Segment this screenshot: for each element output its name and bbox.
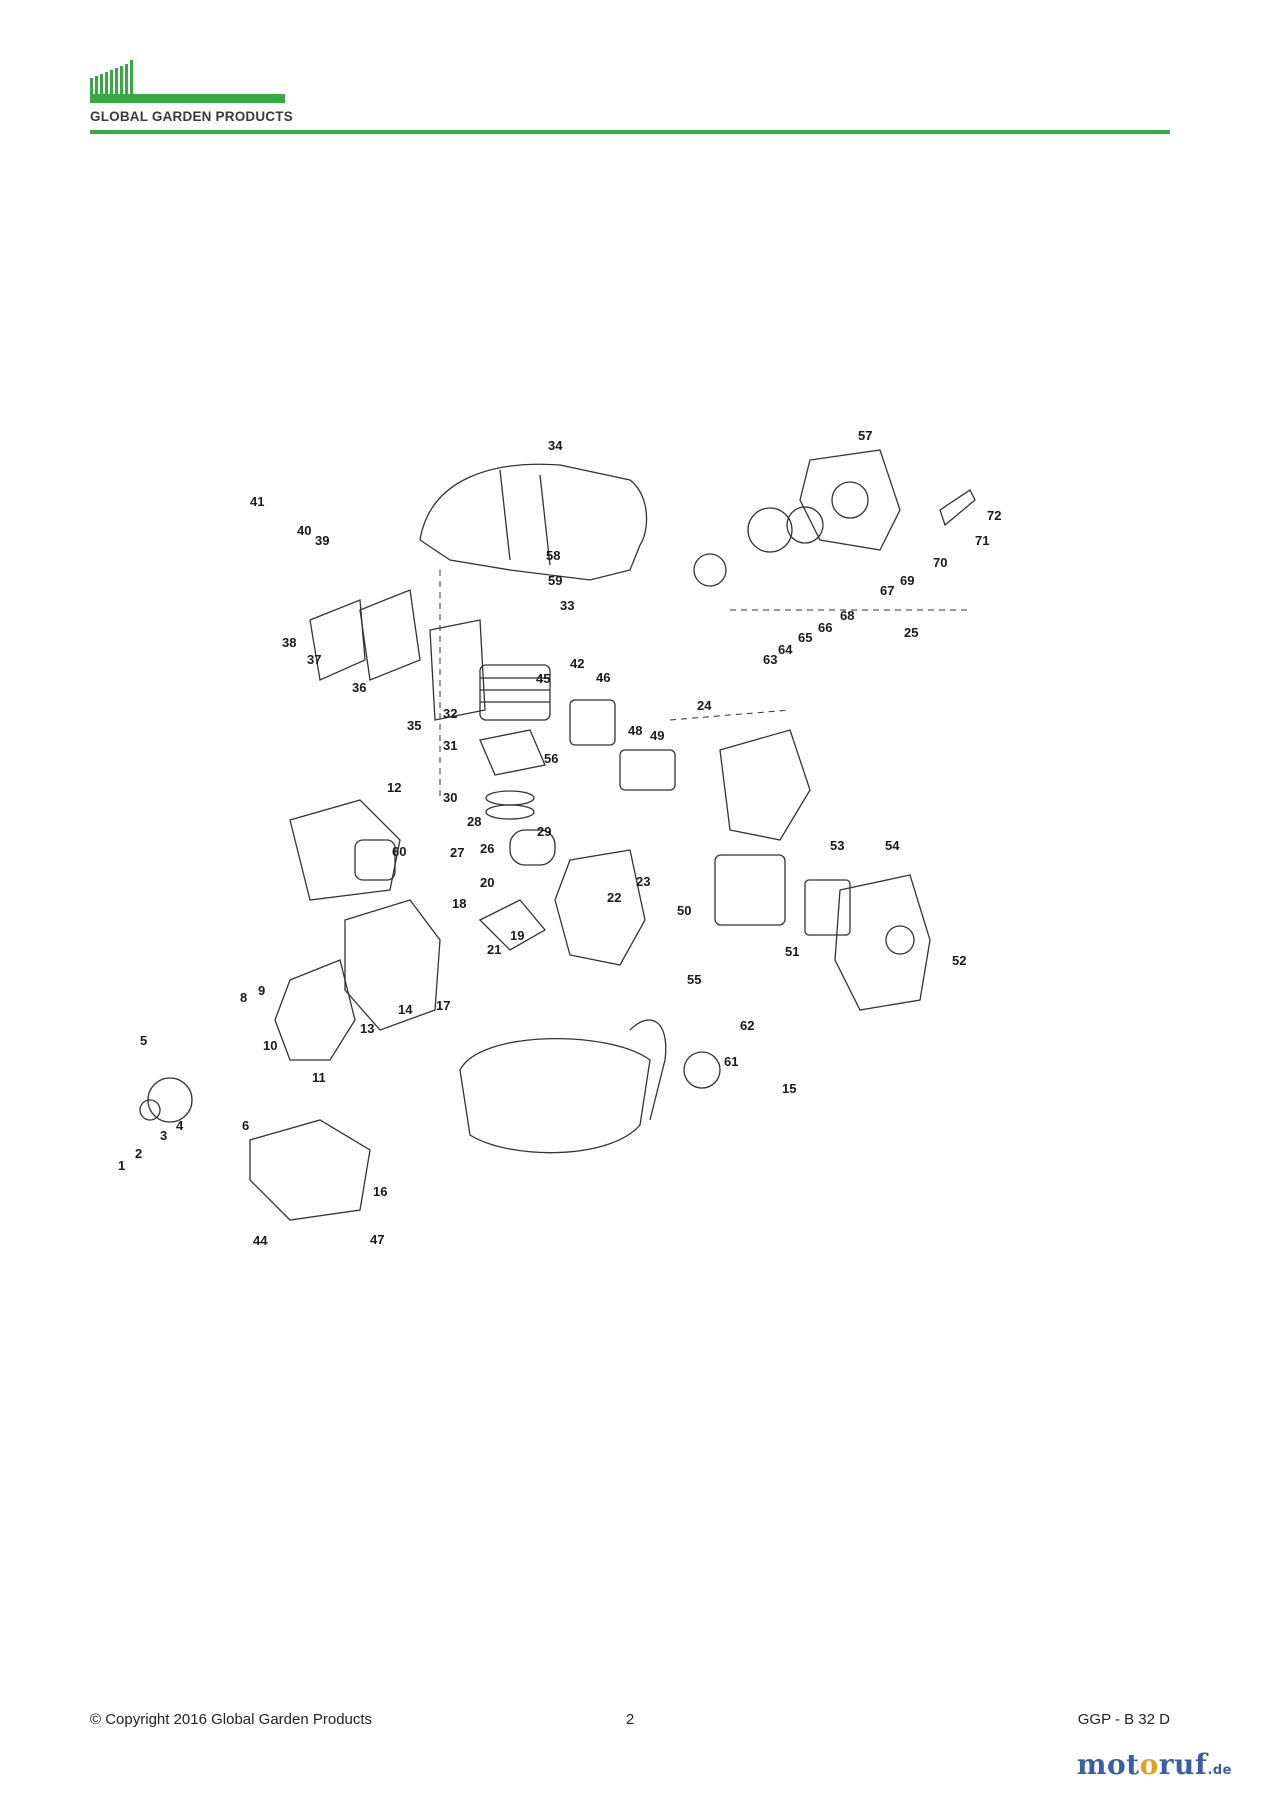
callout-65: 65 bbox=[798, 630, 812, 645]
callout-70: 70 bbox=[933, 555, 947, 570]
callout-48: 48 bbox=[628, 723, 642, 738]
page-header: GLOBAL GARDEN PRODUCTS bbox=[90, 56, 1170, 136]
callout-56: 56 bbox=[544, 751, 558, 766]
callout-53: 53 bbox=[830, 838, 844, 853]
ggp-logo-icon bbox=[90, 60, 285, 103]
callout-30: 30 bbox=[443, 790, 457, 805]
callout-23: 23 bbox=[636, 874, 650, 889]
callout-24: 24 bbox=[697, 698, 712, 713]
callout-55: 55 bbox=[687, 972, 701, 987]
part-callouts: 1 2 3 4 5 6 8 9 10 11 12 13 14 15 16 17 … bbox=[118, 428, 1001, 1248]
callout-17: 17 bbox=[436, 998, 450, 1013]
callout-35: 35 bbox=[407, 718, 421, 733]
callout-47: 47 bbox=[370, 1232, 384, 1247]
callout-5: 5 bbox=[140, 1033, 147, 1048]
callout-57: 57 bbox=[858, 428, 872, 443]
callout-52: 52 bbox=[952, 953, 966, 968]
callout-50: 50 bbox=[677, 903, 691, 918]
brand-name: GLOBAL GARDEN PRODUCTS bbox=[90, 109, 293, 124]
callout-63: 63 bbox=[763, 652, 777, 667]
callout-28: 28 bbox=[467, 814, 481, 829]
callout-16: 16 bbox=[373, 1184, 387, 1199]
callout-21: 21 bbox=[487, 942, 501, 957]
callout-46: 46 bbox=[596, 670, 610, 685]
callout-31: 31 bbox=[443, 738, 457, 753]
model-code: GGP - B 32 D bbox=[1077, 1711, 1170, 1728]
callout-12: 12 bbox=[387, 780, 401, 795]
callout-33: 33 bbox=[560, 598, 574, 613]
callout-27: 27 bbox=[450, 845, 464, 860]
callout-62: 62 bbox=[740, 1018, 754, 1033]
callout-36: 36 bbox=[352, 680, 366, 695]
callout-25: 25 bbox=[904, 625, 918, 640]
callout-15: 15 bbox=[782, 1081, 796, 1096]
callout-64: 64 bbox=[778, 642, 793, 657]
callout-1: 1 bbox=[118, 1158, 125, 1173]
callout-49: 49 bbox=[650, 728, 664, 743]
callout-59: 59 bbox=[548, 573, 562, 588]
callout-41: 41 bbox=[250, 494, 264, 509]
callout-40: 40 bbox=[297, 523, 311, 538]
callout-37: 37 bbox=[307, 652, 321, 667]
callout-14: 14 bbox=[398, 1002, 413, 1017]
callout-13: 13 bbox=[360, 1021, 374, 1036]
callout-42: 42 bbox=[570, 656, 584, 671]
page-number: 2 bbox=[625, 1711, 635, 1728]
callout-38: 38 bbox=[282, 635, 296, 650]
callout-67: 67 bbox=[880, 583, 894, 598]
callout-68: 68 bbox=[840, 608, 854, 623]
callout-2: 2 bbox=[135, 1146, 142, 1161]
callout-22: 22 bbox=[607, 890, 621, 905]
callout-60: 60 bbox=[392, 844, 406, 859]
callout-3: 3 bbox=[160, 1128, 167, 1143]
callout-69: 69 bbox=[900, 573, 914, 588]
callout-9: 9 bbox=[258, 983, 265, 998]
copyright-notice: © Copyright 2016 Global Garden Products bbox=[90, 1711, 373, 1728]
callout-34: 34 bbox=[548, 438, 563, 453]
callout-58: 58 bbox=[546, 548, 560, 563]
callout-72: 72 bbox=[987, 508, 1001, 523]
callout-19: 19 bbox=[510, 928, 524, 943]
header-rule bbox=[90, 130, 1170, 134]
callout-18: 18 bbox=[452, 896, 466, 911]
callout-29: 29 bbox=[537, 824, 551, 839]
callout-61: 61 bbox=[724, 1054, 738, 1069]
callout-20: 20 bbox=[480, 875, 494, 890]
callout-8: 8 bbox=[240, 990, 247, 1005]
callout-51: 51 bbox=[785, 944, 799, 959]
callout-10: 10 bbox=[263, 1038, 277, 1053]
callout-54: 54 bbox=[885, 838, 900, 853]
callout-4: 4 bbox=[176, 1118, 184, 1133]
callout-26: 26 bbox=[480, 841, 494, 856]
exploded-parts-diagram: 1 2 3 4 5 6 8 9 10 11 12 13 14 15 16 17 … bbox=[118, 428, 1001, 1248]
callout-44: 44 bbox=[253, 1233, 268, 1248]
callout-66: 66 bbox=[818, 620, 832, 635]
callout-71: 71 bbox=[975, 533, 989, 548]
motoruf-watermark: motoruf.de bbox=[1076, 1748, 1232, 1781]
callout-11: 11 bbox=[312, 1070, 326, 1085]
callout-6: 6 bbox=[242, 1118, 249, 1133]
callout-32: 32 bbox=[443, 706, 457, 721]
page-footer: © Copyright 2016 Global Garden Products … bbox=[90, 1711, 1170, 1735]
callout-45: 45 bbox=[536, 671, 550, 686]
callout-39: 39 bbox=[315, 533, 329, 548]
